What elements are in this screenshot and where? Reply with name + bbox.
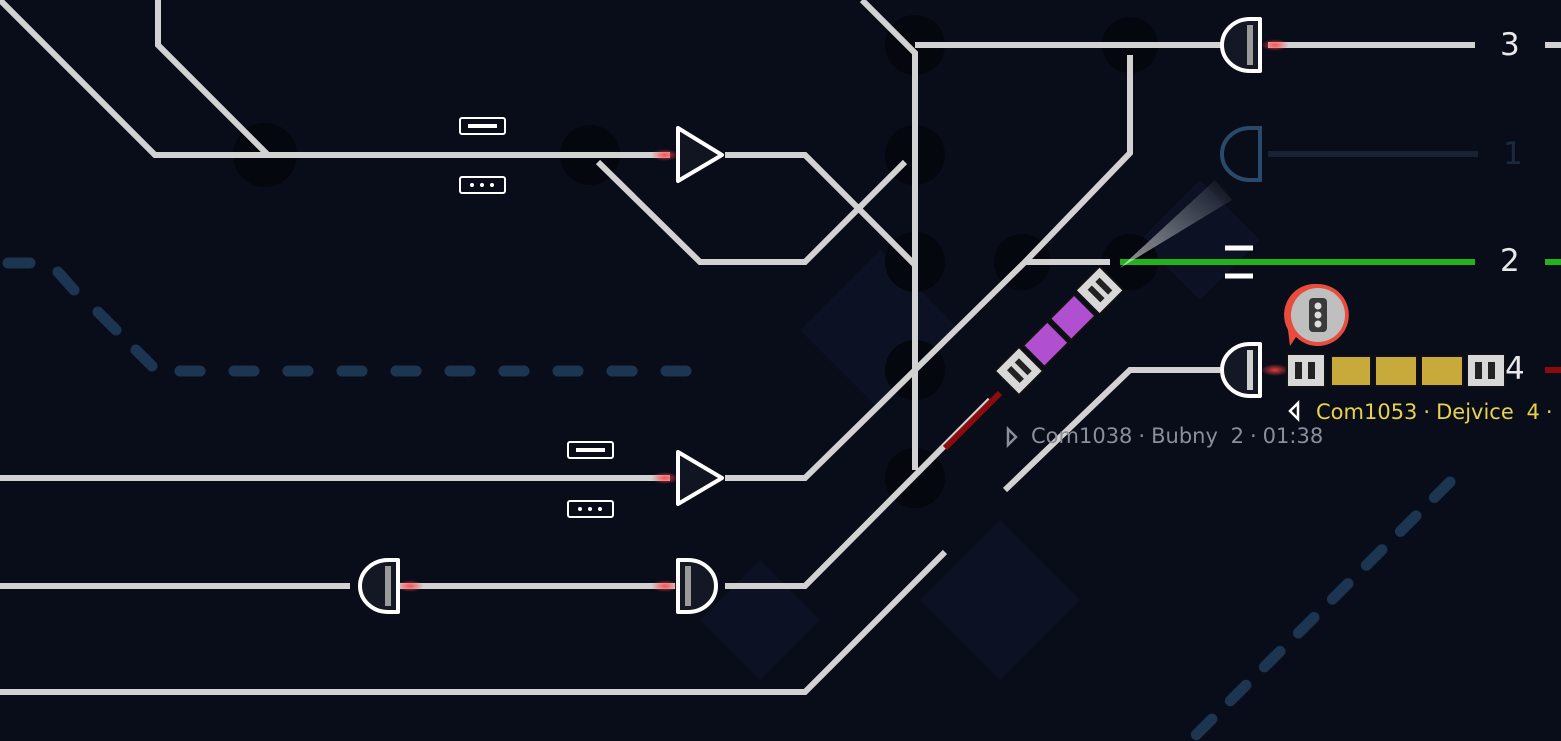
train-platform: 2 [1230,424,1244,448]
train-car [1021,320,1070,369]
signal-icon[interactable] [358,558,400,614]
platform-icon [459,117,506,135]
depot-icon [459,176,506,194]
train-car-end [993,345,1045,397]
train-label-com1053[interactable]: Com1053·Dejvice 4· [1316,400,1553,424]
train-com1038[interactable] [993,264,1126,397]
train-destination: Dejvice [1436,400,1514,424]
depot-icon [567,500,614,518]
train-id: Com1053 [1316,400,1418,424]
track-number-1: 1 [1503,136,1523,172]
signal-icon[interactable] [676,450,724,506]
train-car [1048,293,1097,342]
train-destination: Bubny [1151,424,1218,448]
signal-icon[interactable] [1220,342,1262,398]
train-id: Com1038 [1031,424,1133,448]
platform-icon [567,441,614,459]
train-car-end [1074,264,1126,316]
occupied-segment [942,390,1003,451]
back-icon[interactable] [1288,399,1300,423]
tracks[interactable] [0,0,1475,695]
signal-icon [1220,126,1262,182]
signal-glows [396,39,1289,592]
track-row-692 [0,549,948,695]
signal-icon[interactable] [1220,17,1262,73]
play-icon[interactable] [1006,425,1018,449]
track-segment-c [725,152,918,268]
signal-icon[interactable] [676,558,718,614]
track-number-3: 3 [1500,27,1520,63]
track-number-2: 2 [1500,243,1520,279]
train-time: 01:38 [1262,424,1324,448]
track-segment-b [155,0,271,158]
traffic-light-icon[interactable] [1284,283,1349,346]
platform-icon [1225,245,1253,279]
track-segment-e [725,55,1133,481]
track-segment-f [725,397,993,589]
train-com1053[interactable] [1286,353,1506,388]
track-segment-d [595,159,908,265]
train-platform: 4 [1526,400,1540,424]
train-headlight [1120,180,1232,268]
track-segment-a [0,0,670,158]
platform-markers [459,117,614,518]
track-4-approach [1002,367,1220,493]
train-label-com1038[interactable]: Com1038·Bubny 2·01:38 [1031,424,1324,448]
signal-icon[interactable] [676,126,724,183]
dashed-guide-lines [2,257,1456,741]
track-vertical-main [859,0,918,470]
track-number-4: 4 [1505,351,1525,387]
